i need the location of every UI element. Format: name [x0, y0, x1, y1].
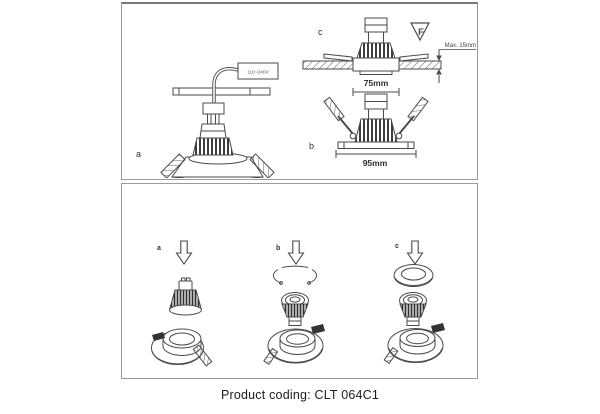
cutout-dimension-label: 75mm [364, 78, 389, 88]
ring-clip-tab [152, 332, 165, 341]
mounting-bar [172, 87, 271, 96]
driver-box [237, 62, 279, 80]
ring-clip-blade [263, 347, 279, 365]
down-arrow-icon [175, 240, 193, 265]
gu10-lamp [281, 292, 309, 326]
ceiling-section-right [398, 60, 442, 70]
installation-steps-panel: a b [121, 183, 478, 379]
step-b-label: b [276, 245, 280, 252]
lamp-heatsink [356, 42, 396, 59]
gu10-lamp-heatsink [192, 137, 234, 156]
ceiling-max-thickness-label: Max. 15mm [445, 43, 476, 49]
dimension-arrow-up-icon [436, 69, 442, 75]
mounting-ring [383, 323, 445, 365]
mounting-ring [151, 328, 213, 367]
step-a: a [151, 240, 213, 367]
step-a-label: a [157, 245, 161, 252]
product-coding-caption: Product coding: CLT 064C1 [220, 388, 380, 402]
gasket-ring [393, 264, 434, 287]
spring-clip-left [323, 96, 345, 122]
installation-steps: a b [151, 240, 445, 367]
diagram-c-label: c [318, 27, 323, 37]
retaining-spring-ring [272, 265, 318, 285]
dimension-arrow-down-icon [436, 55, 442, 61]
ring-clip-blade [192, 344, 213, 367]
spring-clip-left [160, 153, 186, 178]
lamp-heatsink [354, 118, 398, 143]
step-c: c [383, 240, 445, 365]
spring-clip-right [407, 96, 429, 122]
diagram-a-wiring: 110~240V a [136, 62, 279, 178]
clip-folded-right [399, 53, 429, 62]
gu10-lamp [399, 292, 427, 326]
ring-clip-tab [431, 323, 445, 333]
gu10-pin [207, 113, 212, 125]
gu10-lamp [169, 277, 202, 316]
gu10-socket [202, 102, 225, 115]
f-mark-triangle-icon: F [410, 22, 430, 42]
overall-dimension-label: 95mm [363, 158, 388, 168]
technical-drawing-panel: 110~240V a c [121, 2, 478, 180]
step-c-label: c [395, 243, 399, 250]
gu10-pin [215, 113, 220, 125]
spring-clip-right [249, 153, 275, 178]
down-arrow-icon [406, 240, 424, 265]
ceiling-section-left [302, 60, 354, 70]
driver-voltage-label: 110~240V [247, 70, 269, 76]
clip-pivot [349, 132, 357, 140]
clip-pivot [395, 132, 403, 140]
step-b: b [263, 240, 325, 365]
recessed-can [352, 57, 400, 72]
diagram-a-label: a [136, 149, 141, 159]
diagram-c-ceiling-section: c F Max. 15mm [302, 17, 476, 96]
ring-clip-tab [311, 324, 325, 334]
mounting-ring [263, 324, 325, 365]
diagram-b-fixture-front: b 95mm [309, 93, 429, 168]
trim-ring [337, 141, 415, 149]
down-arrow-icon [287, 240, 305, 265]
clip-folded-left [323, 53, 353, 62]
technical-drawing: 110~240V a c [136, 17, 476, 178]
diagram-b-label: b [309, 141, 314, 151]
ring-clip-blade [383, 346, 399, 365]
f-mark-letter: F [418, 27, 424, 38]
